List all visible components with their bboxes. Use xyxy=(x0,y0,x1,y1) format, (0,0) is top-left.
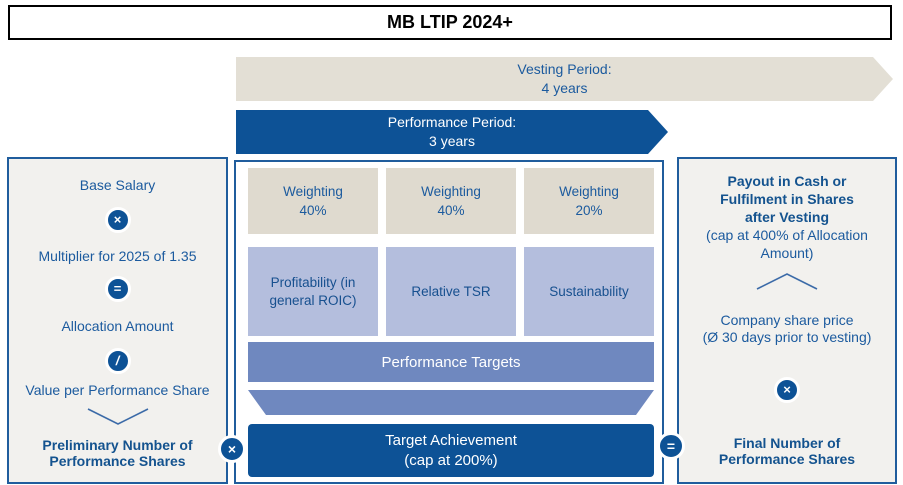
payout-cap-note: (cap at 400% of Allocation Amount) xyxy=(706,227,868,261)
funnel-shape xyxy=(248,390,654,415)
divide-icon: / xyxy=(104,348,131,374)
final-shares-label: Final Number of Performance Shares xyxy=(718,435,856,467)
weighting-label-1: Weighting xyxy=(283,184,343,199)
performance-period-duration: 3 years xyxy=(429,133,475,149)
performance-panel: Weighting 40% Weighting 40% Weighting 20… xyxy=(234,160,664,484)
allocation-amount-label: Allocation Amount xyxy=(61,318,174,334)
multiplier-label: Multiplier for 2025 of 1.35 xyxy=(38,248,197,264)
multiply-connector-icon: × xyxy=(218,435,246,463)
target-achievement-cap: (cap at 200%) xyxy=(404,451,498,469)
vesting-period-duration: 4 years xyxy=(541,80,588,96)
value-per-share-label: Value per Performance Share xyxy=(25,382,210,398)
equals-icon: = xyxy=(104,276,131,302)
criterion-profitability: Profitability (in general ROIC) xyxy=(248,247,378,336)
weighting-label-2: Weighting xyxy=(421,184,481,199)
share-price-note: (Ø 30 days prior to vesting) xyxy=(702,329,872,345)
multiply-icon: × xyxy=(104,207,131,233)
target-achievement-label: Target Achievement xyxy=(385,431,517,449)
performance-period-label: Performance Period: xyxy=(387,114,517,130)
payout-panel: Payout in Cash or Fulfilment in Shares a… xyxy=(677,157,897,484)
target-achievement-bar: Target Achievement (cap at 200%) xyxy=(248,424,654,477)
weighting-value-2: 40% xyxy=(437,203,465,218)
base-salary-label: Base Salary xyxy=(79,177,156,193)
performance-period-text: Performance Period: 3 years xyxy=(388,113,516,151)
allocation-panel: Base Salary × Multiplier for 2025 of 1.3… xyxy=(7,157,228,484)
criterion-sustainability: Sustainability xyxy=(524,247,654,336)
equals-connector-icon: = xyxy=(657,432,685,460)
chevron-up-icon xyxy=(756,273,818,290)
page-title: MB LTIP 2024+ xyxy=(387,12,513,32)
payout-heading: Payout in Cash or Fulfilment in Shares a… xyxy=(720,173,854,225)
multiply-icon: × xyxy=(774,377,800,403)
weighting-box-1: Weighting 40% xyxy=(248,168,378,234)
weighting-box-2: Weighting 40% xyxy=(386,168,516,234)
weighting-label-3: Weighting xyxy=(559,184,619,199)
vesting-period-label: Vesting Period: xyxy=(517,61,612,77)
vesting-period-arrow: Vesting Period: 4 years xyxy=(236,57,893,101)
weighting-value-1: 40% xyxy=(299,203,327,218)
preliminary-shares-label: Preliminary Number of Performance Shares xyxy=(42,437,193,469)
chevron-down-icon xyxy=(87,408,148,425)
criterion-relative-tsr: Relative TSR xyxy=(386,247,516,336)
weighting-box-3: Weighting 20% xyxy=(524,168,654,234)
performance-period-arrow: Performance Period: 3 years xyxy=(236,110,668,154)
share-price-label: Company share price xyxy=(720,312,854,328)
title-box: MB LTIP 2024+ xyxy=(8,5,892,40)
weighting-value-3: 20% xyxy=(575,203,603,218)
vesting-period-text: Vesting Period: 4 years xyxy=(517,60,611,98)
performance-targets-bar: Performance Targets xyxy=(248,342,654,382)
